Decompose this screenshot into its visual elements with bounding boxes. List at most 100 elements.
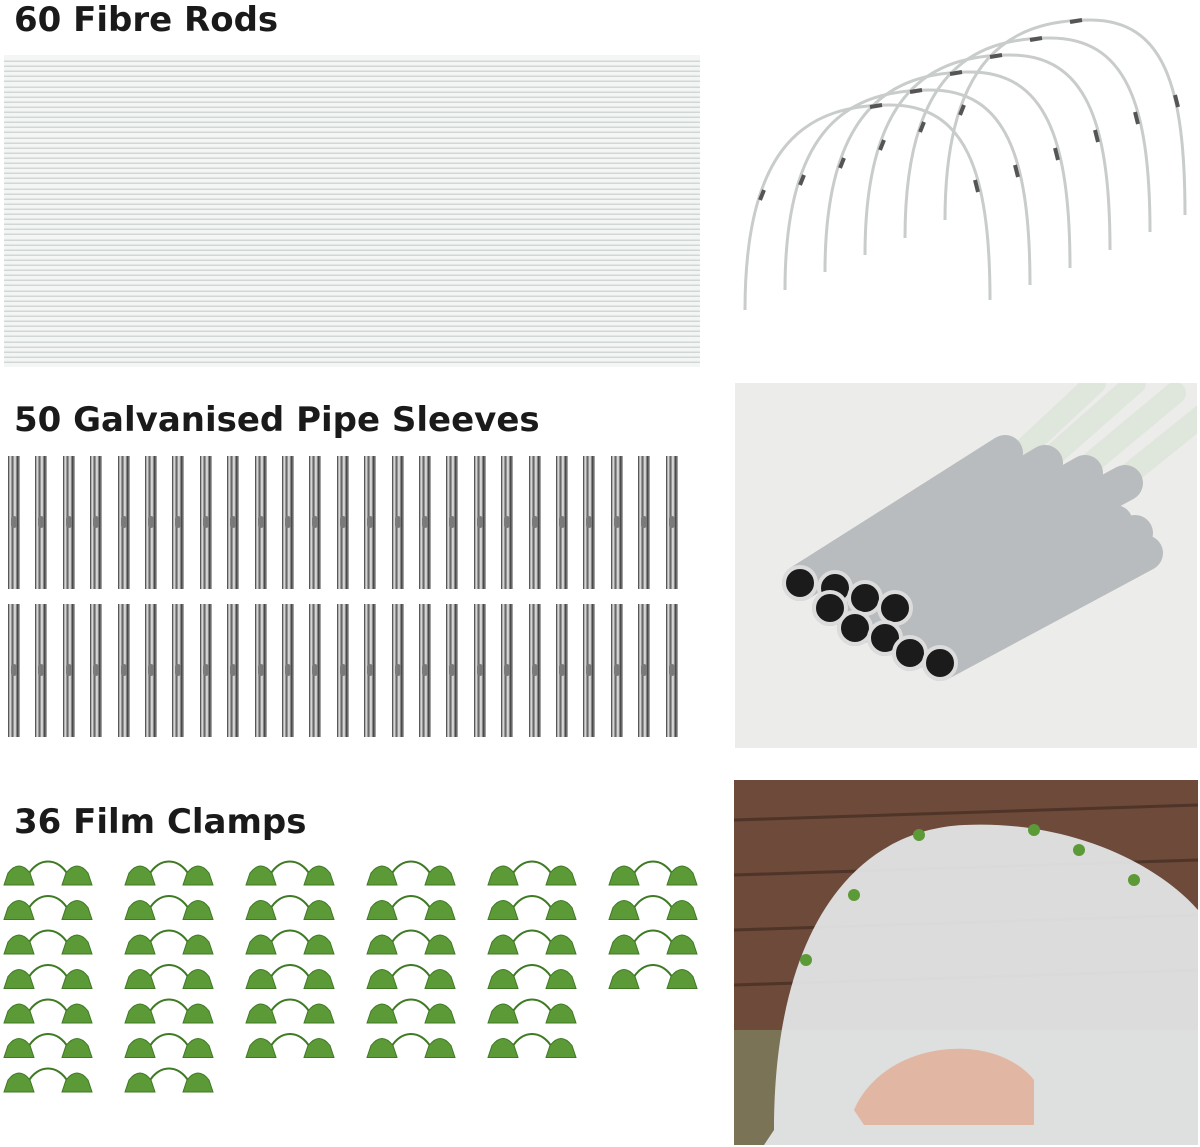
fibre-rod: [4, 140, 700, 144]
fibre-rod: [4, 303, 700, 307]
sleeve-photo: [735, 383, 1197, 748]
fibre-rod: [4, 196, 700, 200]
film-clamp: [3, 929, 93, 955]
pipe-sleeve: [282, 456, 294, 589]
pipe-sleeve: [391, 604, 404, 737]
film-clamp: [245, 998, 335, 1024]
pipe-sleeve: [528, 456, 541, 589]
fibre-rod: [4, 191, 700, 195]
film-clamp: [608, 860, 698, 886]
pipe-sleeves-image: [4, 450, 700, 740]
fibre-rod: [4, 252, 700, 256]
fibre-rod: [4, 94, 700, 98]
pipe-sleeve: [419, 604, 431, 737]
sleeve-bundle-drawing: [782, 383, 1197, 681]
film-clamp: [3, 860, 93, 886]
pipe-sleeve: [172, 456, 185, 589]
film-clamp: [366, 998, 456, 1024]
pipe-sleeve: [364, 604, 377, 737]
fibre-rod: [4, 110, 700, 113]
fibre-rod: [4, 278, 700, 282]
pipe-sleeve: [199, 604, 212, 737]
fibre-rod: [4, 293, 700, 297]
pipe-sleeve: [473, 604, 486, 737]
pipe-sleeve: [364, 456, 377, 589]
film-clamp: [124, 998, 214, 1024]
film-clamp: [124, 964, 214, 989]
fibre-rod: [4, 74, 700, 78]
fibre-rod: [4, 329, 700, 333]
fibre-rod: [4, 227, 700, 231]
film-clamp: [245, 895, 335, 920]
pipe-sleeve: [145, 604, 157, 737]
pipe-sleeve: [665, 604, 678, 737]
fibre-rod: [4, 308, 700, 312]
film-clamp: [245, 1033, 335, 1058]
pipe-sleeve: [62, 456, 75, 589]
fibre-rod: [4, 314, 700, 317]
film-clamp: [487, 860, 577, 886]
pipe-sleeve: [501, 604, 514, 737]
film-clamp: [366, 964, 456, 989]
fibre-rod: [4, 104, 700, 108]
fibre-rod: [4, 161, 700, 164]
fibre-rod: [4, 59, 700, 62]
film-clamp: [245, 964, 335, 989]
film-clamp: [487, 895, 577, 920]
fibre-rod: [4, 166, 700, 170]
fibre-rod: [4, 354, 700, 358]
film-clamp: [487, 1033, 577, 1058]
fibre-rod: [4, 247, 700, 251]
fibre-rod: [4, 120, 700, 124]
fibre-rod: [4, 171, 700, 175]
pipe-sleeve: [556, 604, 568, 737]
film-clamp: [124, 860, 214, 886]
film-clamp: [366, 929, 456, 955]
pipe-sleeve: [62, 604, 75, 737]
pipe-sleeve: [583, 604, 596, 737]
fibre-rod: [4, 115, 700, 119]
pipe-sleeve: [556, 456, 568, 589]
fibre-rod: [4, 130, 700, 134]
fibre-rod: [4, 99, 700, 103]
pipe-sleeve: [610, 456, 623, 589]
film-clamp: [487, 998, 577, 1024]
fibre-rod: [4, 359, 700, 363]
pipe-sleeve: [610, 604, 623, 737]
pipe-sleeve: [638, 456, 651, 589]
pipe-sleeve: [90, 456, 103, 589]
fibre-rod: [4, 334, 700, 338]
fibre-rod: [4, 298, 700, 302]
pipe-sleeve: [336, 604, 349, 737]
pipe-sleeve: [227, 604, 240, 737]
pipe-sleeve: [446, 456, 459, 589]
fibre-rod: [4, 283, 700, 287]
fibre-rod: [4, 206, 700, 210]
pipe-sleeve: [391, 456, 404, 589]
fibre-rod: [4, 217, 700, 221]
pipe-sleeve: [336, 456, 349, 589]
film-clamp: [608, 964, 698, 989]
film-clamp: [124, 1033, 214, 1058]
pipe-sleeve: [419, 456, 431, 589]
fibre-rod: [4, 273, 700, 277]
fibre-rod: [4, 79, 700, 83]
tunnel-drawing: [734, 780, 1198, 1145]
pipe-sleeve: [199, 456, 212, 589]
fibre-rod: [4, 344, 700, 348]
pipe-sleeve: [309, 604, 322, 737]
film-clamp: [487, 929, 577, 955]
hoops-drawing: [743, 18, 1187, 311]
fibre-rod: [4, 242, 700, 246]
pipe-sleeve: [583, 456, 596, 589]
pipe-sleeve: [145, 456, 157, 589]
pipe-sleeve: [227, 456, 240, 589]
fibre-rod: [4, 237, 700, 241]
fibre-rod: [4, 186, 700, 190]
film-clamp: [124, 929, 214, 955]
fibre-rod: [4, 84, 700, 88]
fibre-rod: [4, 222, 700, 226]
pipe-sleeve: [8, 456, 20, 589]
film-clamp: [245, 929, 335, 955]
fibre-rod: [4, 69, 700, 73]
